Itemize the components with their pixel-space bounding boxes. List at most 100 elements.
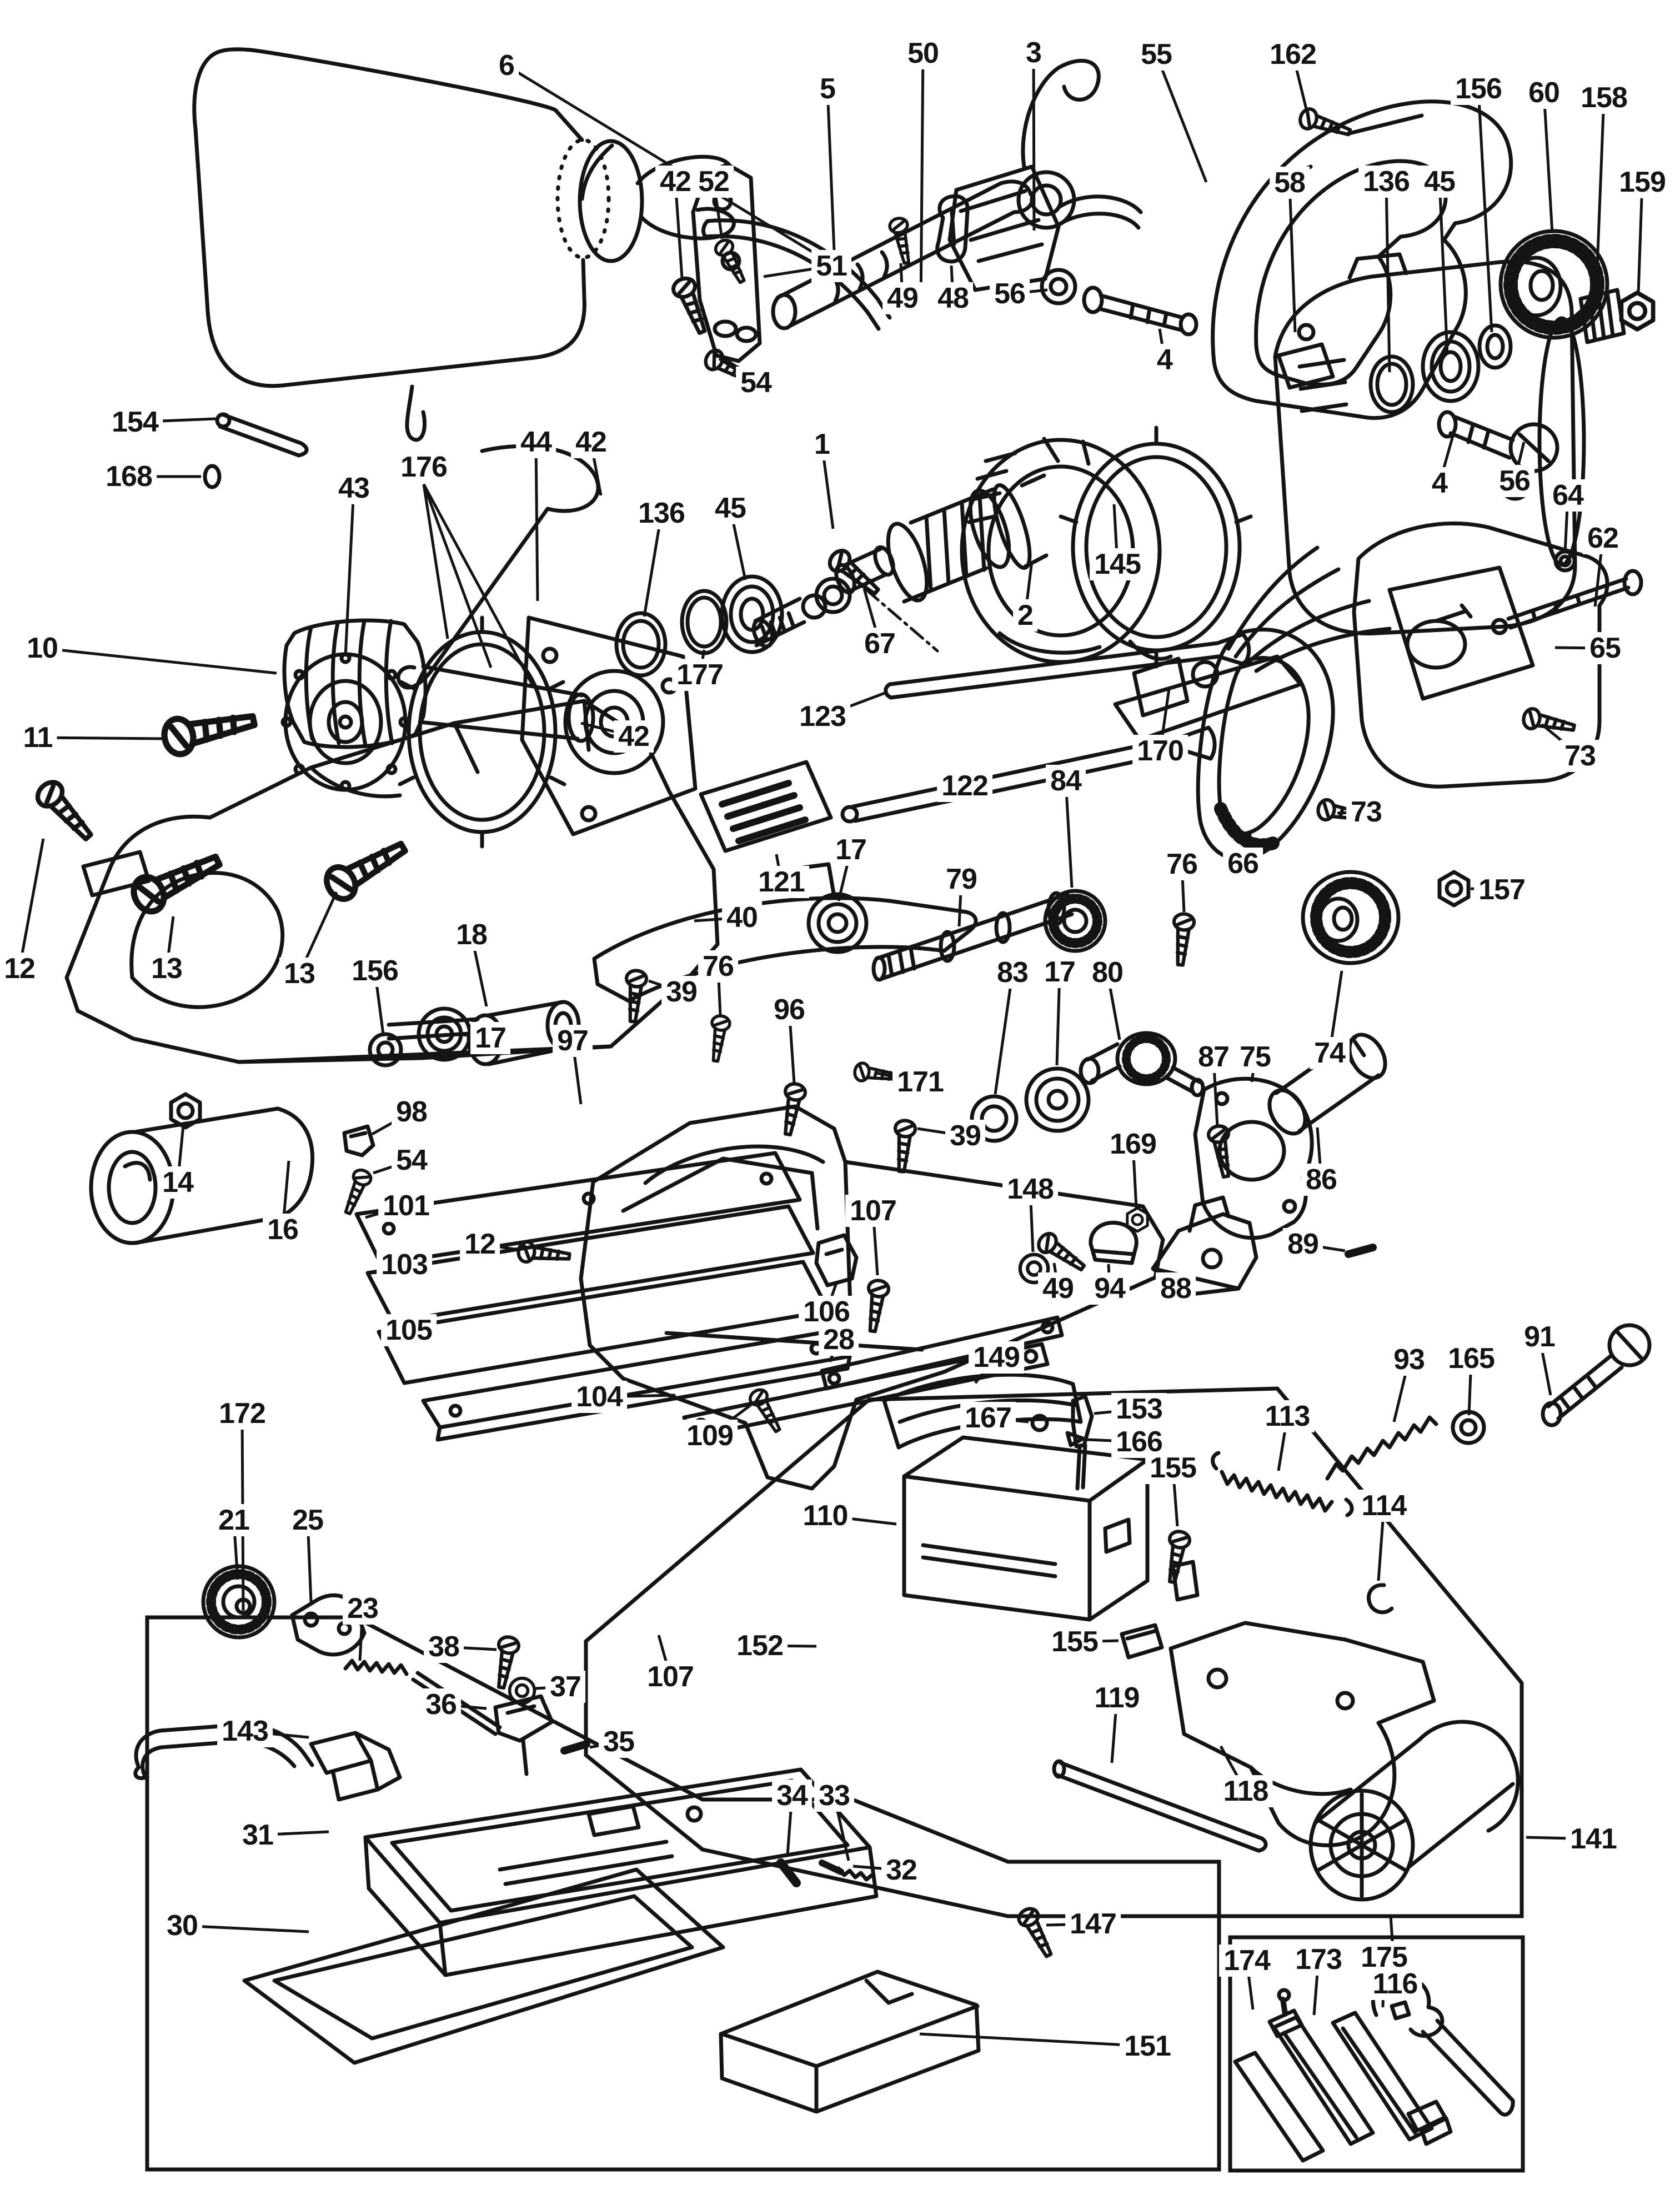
part-label-172: 172 bbox=[214, 1397, 270, 1430]
leader-lines bbox=[18, 52, 1644, 2048]
part-label-173: 173 bbox=[1291, 1943, 1346, 1976]
part-label-49: 49 bbox=[1038, 1272, 1078, 1305]
fence-box bbox=[902, 1394, 1520, 1902]
inset-boundary-base bbox=[145, 1615, 1221, 2172]
screw-64-bolt-62 bbox=[1506, 549, 1643, 630]
part-label-168: 168 bbox=[101, 460, 157, 493]
part-label-121: 121 bbox=[754, 866, 809, 898]
wire-bail bbox=[203, 412, 600, 690]
part-label-18: 18 bbox=[452, 919, 492, 951]
part-label-159: 159 bbox=[1614, 166, 1670, 198]
part-label-177: 177 bbox=[672, 659, 728, 691]
part-label-12: 12 bbox=[460, 1228, 500, 1260]
part-label-94: 94 bbox=[1090, 1272, 1130, 1305]
front-roller bbox=[89, 1000, 581, 1245]
screw-73a bbox=[1522, 707, 1576, 737]
bearing-plate bbox=[520, 615, 698, 836]
leader-line bbox=[37, 736, 166, 740]
ring-stack bbox=[614, 574, 784, 678]
leader-line bbox=[1288, 182, 1297, 333]
inset-boundaries bbox=[145, 1386, 1525, 2173]
part-label-12: 12 bbox=[0, 953, 39, 985]
part-label-176: 176 bbox=[396, 451, 452, 483]
leader-line bbox=[534, 442, 539, 602]
part-label-75: 75 bbox=[1235, 1041, 1275, 1073]
inset-boundary-fence bbox=[584, 1386, 1524, 1918]
part-label-67: 67 bbox=[860, 628, 900, 660]
screw-107a bbox=[862, 1279, 889, 1332]
part-label-107: 107 bbox=[643, 1661, 698, 1693]
leader-line bbox=[1542, 92, 1554, 234]
part-label-110: 110 bbox=[798, 1500, 852, 1532]
part-label-58: 58 bbox=[1270, 167, 1310, 199]
clip-98-screw-54 bbox=[339, 1124, 375, 1216]
vent-grille bbox=[699, 760, 833, 853]
part-label-39: 39 bbox=[945, 1120, 985, 1152]
part-label-30: 30 bbox=[162, 1910, 202, 1942]
part-label-45: 45 bbox=[710, 492, 750, 524]
nut-157 bbox=[1440, 872, 1468, 905]
part-label-167: 167 bbox=[960, 1402, 1016, 1434]
part-label-5: 5 bbox=[815, 73, 840, 105]
part-label-154: 154 bbox=[107, 406, 163, 438]
dust-bag bbox=[192, 47, 736, 442]
bearing-stack bbox=[1368, 323, 1513, 414]
screw-76a bbox=[1170, 913, 1195, 966]
part-label-3: 3 bbox=[1021, 37, 1046, 69]
part-label-17: 17 bbox=[831, 834, 871, 866]
leader-line bbox=[344, 488, 355, 657]
part-label-93: 93 bbox=[1389, 1344, 1429, 1376]
cord-guard bbox=[701, 218, 892, 331]
leader-line bbox=[1064, 780, 1074, 888]
belt-housing bbox=[1352, 521, 1609, 789]
leader-line bbox=[422, 484, 449, 639]
part-label-122: 122 bbox=[937, 770, 992, 802]
part-label-155: 155 bbox=[1145, 1452, 1201, 1484]
part-label-84: 84 bbox=[1046, 765, 1086, 797]
toothed-pulley bbox=[1301, 870, 1401, 965]
part-label-79: 79 bbox=[941, 863, 981, 895]
part-label-104: 104 bbox=[571, 1381, 627, 1413]
leader-line bbox=[643, 513, 663, 617]
part-label-153: 153 bbox=[1111, 1393, 1167, 1425]
part-label-38: 38 bbox=[424, 1631, 464, 1663]
part-label-23: 23 bbox=[343, 1592, 383, 1625]
part-label-169: 169 bbox=[1105, 1128, 1161, 1160]
part-label-55: 55 bbox=[1136, 38, 1176, 71]
part-label-162: 162 bbox=[1265, 38, 1321, 71]
part-label-174: 174 bbox=[1219, 1945, 1275, 1977]
part-label-45: 45 bbox=[1420, 166, 1460, 198]
part-label-148: 148 bbox=[1002, 1173, 1058, 1205]
part-label-118: 118 bbox=[1218, 1775, 1273, 1807]
baffle-ring bbox=[1059, 425, 1253, 669]
part-label-89: 89 bbox=[1283, 1228, 1323, 1260]
leader-line bbox=[1385, 181, 1391, 373]
part-label-97: 97 bbox=[553, 1025, 593, 1057]
part-label-39: 39 bbox=[661, 976, 701, 1008]
pinion-and-nut bbox=[1578, 288, 1653, 344]
part-label-2: 2 bbox=[1013, 599, 1037, 632]
part-label-35: 35 bbox=[599, 1726, 639, 1758]
part-label-14: 14 bbox=[158, 1166, 198, 1199]
leader-line bbox=[1438, 181, 1449, 355]
part-label-42: 42 bbox=[614, 720, 654, 753]
part-label-101: 101 bbox=[378, 1190, 434, 1222]
fan-cover bbox=[280, 652, 410, 792]
centerline bbox=[865, 588, 939, 653]
part-label-17: 17 bbox=[1040, 956, 1080, 988]
part-label-49: 49 bbox=[882, 282, 922, 314]
part-label-10: 10 bbox=[22, 632, 62, 664]
part-label-65: 65 bbox=[1585, 632, 1625, 664]
part-label-40: 40 bbox=[722, 901, 762, 934]
part-label-31: 31 bbox=[238, 1819, 278, 1851]
part-label-151: 151 bbox=[1120, 2030, 1175, 2062]
part-label-37: 37 bbox=[545, 1671, 585, 1703]
part-label-1: 1 bbox=[810, 428, 834, 460]
part-label-155: 155 bbox=[1047, 1626, 1102, 1658]
part-label-96: 96 bbox=[769, 994, 809, 1026]
part-label-107: 107 bbox=[845, 1195, 901, 1227]
part-label-28: 28 bbox=[819, 1324, 859, 1356]
part-label-25: 25 bbox=[288, 1504, 328, 1536]
part-label-48: 48 bbox=[933, 282, 973, 314]
leader-line bbox=[1594, 97, 1606, 295]
